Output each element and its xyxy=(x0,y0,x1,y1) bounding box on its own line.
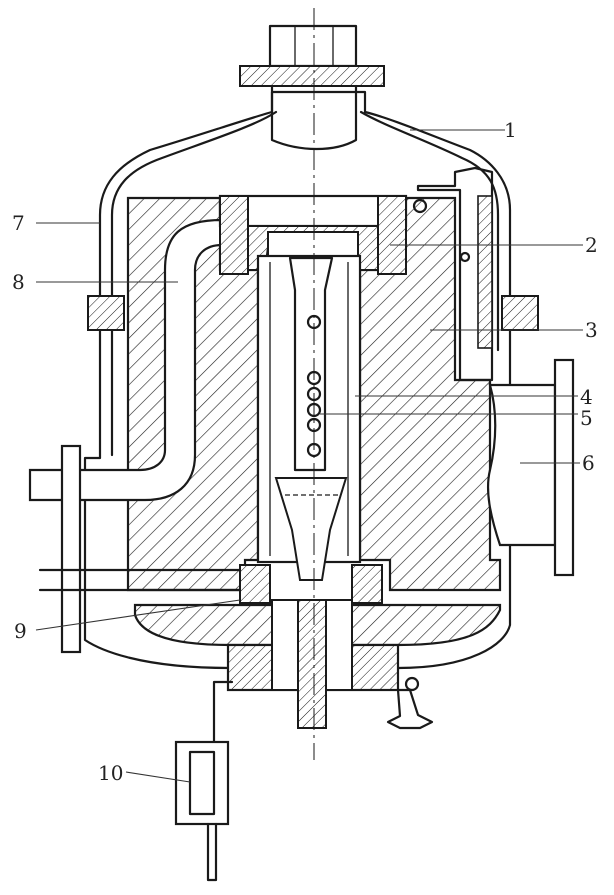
outlet-port xyxy=(486,383,557,547)
outer-housing xyxy=(83,90,512,670)
leader-lines xyxy=(35,129,583,783)
callout-5: 5 xyxy=(580,406,593,430)
top-block xyxy=(218,194,408,228)
callout-9: 9 xyxy=(14,619,27,643)
callout-10: 10 xyxy=(98,761,123,785)
callout-2: 2 xyxy=(585,233,598,257)
top-cap xyxy=(268,24,358,68)
drain-line xyxy=(212,680,234,744)
cone-insert xyxy=(274,477,348,581)
callout-6: 6 xyxy=(582,451,595,475)
drain-tube xyxy=(297,599,327,729)
top-neck xyxy=(270,84,358,151)
nozzle-tube xyxy=(288,256,334,472)
wing-nut xyxy=(386,688,434,730)
inlet-pipe-bend xyxy=(28,218,224,502)
callout-1: 1 xyxy=(504,118,517,142)
callout-8: 8 xyxy=(12,270,25,294)
outer-housing-inner-wall xyxy=(110,110,500,457)
top-flange xyxy=(239,65,385,87)
right-bracket xyxy=(416,166,494,382)
drain-valve xyxy=(174,740,230,826)
lower-seal-right xyxy=(351,564,383,604)
callout-3: 3 xyxy=(585,318,598,342)
lower-seal-left xyxy=(239,564,271,604)
callout-7: 7 xyxy=(12,211,25,235)
left-lower-flange xyxy=(60,444,82,654)
left-side-flange xyxy=(87,295,125,331)
callout-4: 4 xyxy=(580,385,593,409)
right-side-flange xyxy=(501,295,539,331)
outlet-flange xyxy=(553,358,575,577)
